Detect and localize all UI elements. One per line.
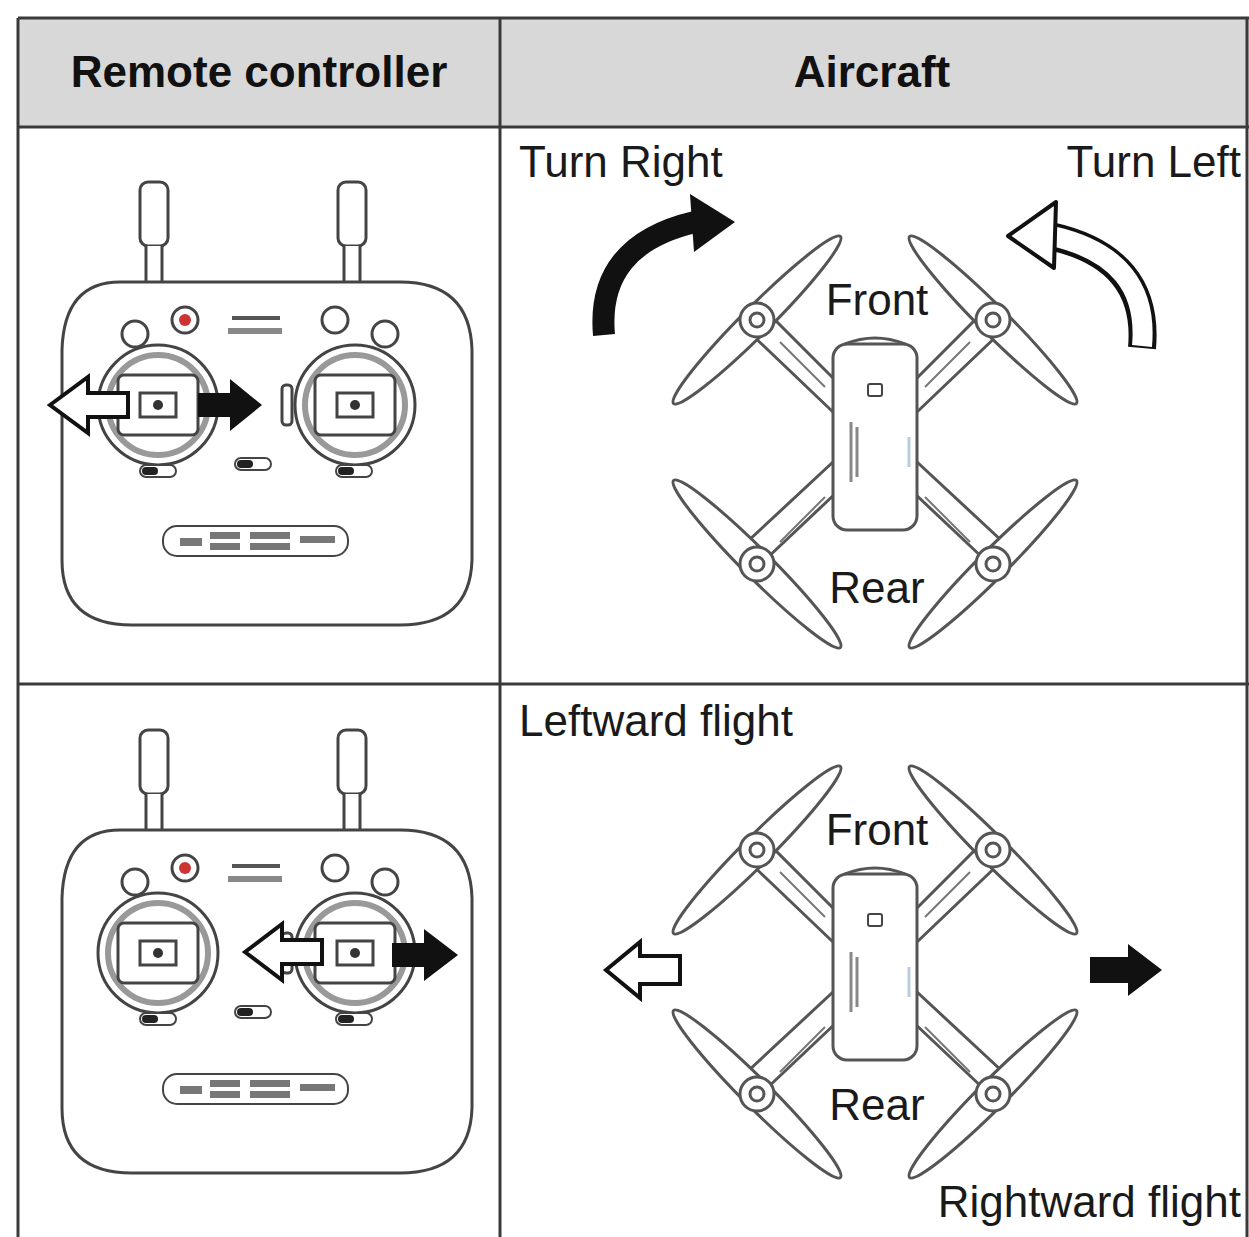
drawing-part bbox=[18, 17, 1249, 20]
stick-arrow bbox=[198, 379, 262, 431]
drawing-part bbox=[18, 683, 1249, 686]
drawing-part bbox=[1246, 18, 1249, 1237]
drawing-part bbox=[1050, 236, 1143, 348]
turn-arrow bbox=[1008, 202, 1143, 348]
motion-label: Rightward flight bbox=[935, 1178, 1244, 1226]
direction-label: Front bbox=[823, 276, 932, 324]
direction-label: Rear bbox=[826, 1081, 927, 1129]
stick-arrow bbox=[245, 924, 322, 980]
drawing-part bbox=[17, 18, 20, 1237]
drawing-part bbox=[1052, 236, 1143, 346]
header-band bbox=[18, 18, 1249, 127]
flight-arrow bbox=[1090, 944, 1162, 996]
drawing-part bbox=[603, 222, 695, 335]
stick-arrow bbox=[50, 377, 128, 433]
aircraft bbox=[664, 757, 1087, 1188]
stick-arrow bbox=[392, 929, 458, 981]
drawing-part bbox=[690, 194, 735, 252]
column-header: Remote controller bbox=[68, 48, 451, 96]
drawing-part bbox=[1008, 202, 1056, 268]
turn-arrow bbox=[603, 194, 735, 335]
flight-arrow bbox=[606, 942, 680, 998]
remote-controller bbox=[62, 730, 472, 1173]
direction-label: Front bbox=[823, 806, 932, 854]
aircraft bbox=[664, 227, 1087, 658]
drawing-part bbox=[18, 126, 1249, 129]
column-header: Aircraft bbox=[791, 48, 954, 96]
motion-label: Leftward flight bbox=[516, 697, 796, 745]
direction-label: Rear bbox=[826, 564, 927, 612]
drawing-part bbox=[499, 18, 502, 1237]
motion-label: Turn Right bbox=[516, 138, 726, 186]
table-grid bbox=[18, 18, 1249, 1237]
motion-label: Turn Left bbox=[1064, 138, 1244, 186]
